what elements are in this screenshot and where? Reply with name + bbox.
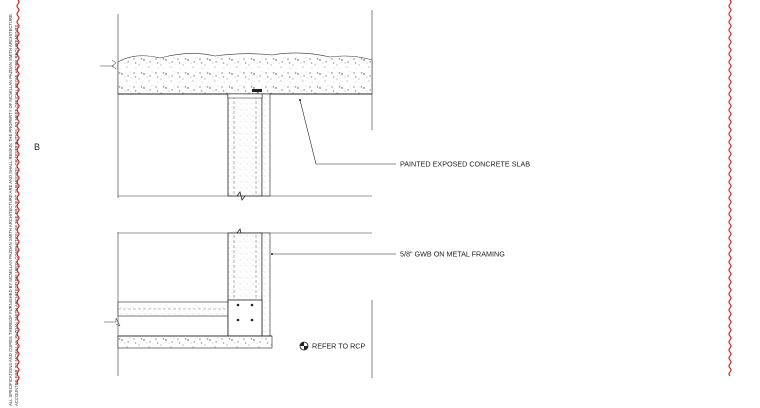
legal-note-line-2: ACCOUNTED FOR TO MCMILLAN PAZDAN SMITH A… [14,25,19,406]
slab-note: PAINTED EXPOSED CONCRETE SLAB [400,160,530,169]
grid-marker: B [34,142,40,152]
slab-leader-dot [299,99,301,101]
ceiling-soffit [104,299,273,349]
legal-side-notes: ALL SPECIFICATIONS AND COPIES THEREOF FU… [8,13,19,406]
gwb-leader-dot [271,253,273,255]
break-symbol-upper [236,191,246,201]
sheet-border-left [16,0,20,385]
legal-note-line-1: ALL SPECIFICATIONS AND COPIES THEREOF FU… [8,13,13,406]
slab-leader [299,99,396,165]
wall-assembly-upper [227,89,271,197]
gwb-note: 5/8" GWB ON METAL FRAMING [400,250,505,259]
section-reference-icon [299,341,309,351]
sheet-border-right [728,0,732,377]
rcp-note: REFER TO RCP [312,342,365,351]
concrete-slab [100,52,373,95]
